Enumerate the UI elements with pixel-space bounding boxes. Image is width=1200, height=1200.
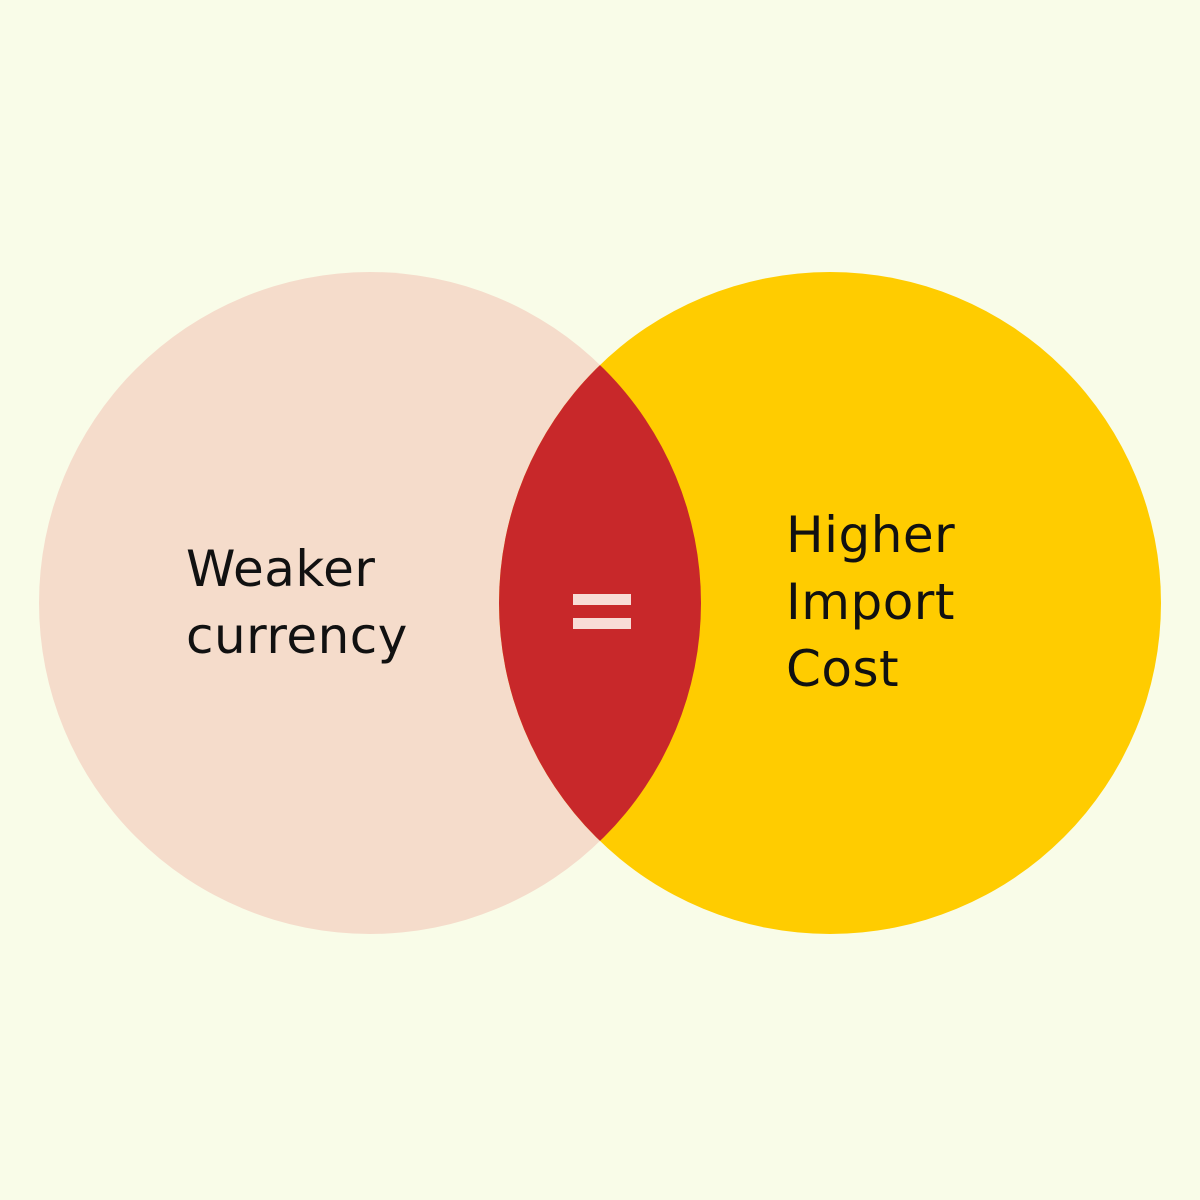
right-circle-label: Higher Import Cost	[786, 502, 955, 703]
left-label-line-2: currency	[186, 607, 408, 665]
equals-sign: =	[573, 594, 631, 629]
equals-bar-bottom	[573, 618, 631, 629]
equals-bar-top	[573, 594, 631, 605]
right-label-line-3: Cost	[786, 640, 900, 698]
left-circle-label: Weaker currency	[186, 536, 408, 670]
right-circle	[499, 272, 1161, 934]
left-circle	[39, 272, 701, 934]
right-label-line-2: Import	[786, 573, 955, 631]
right-label-line-1: Higher	[786, 506, 956, 564]
left-label-line-1: Weaker	[186, 540, 376, 598]
